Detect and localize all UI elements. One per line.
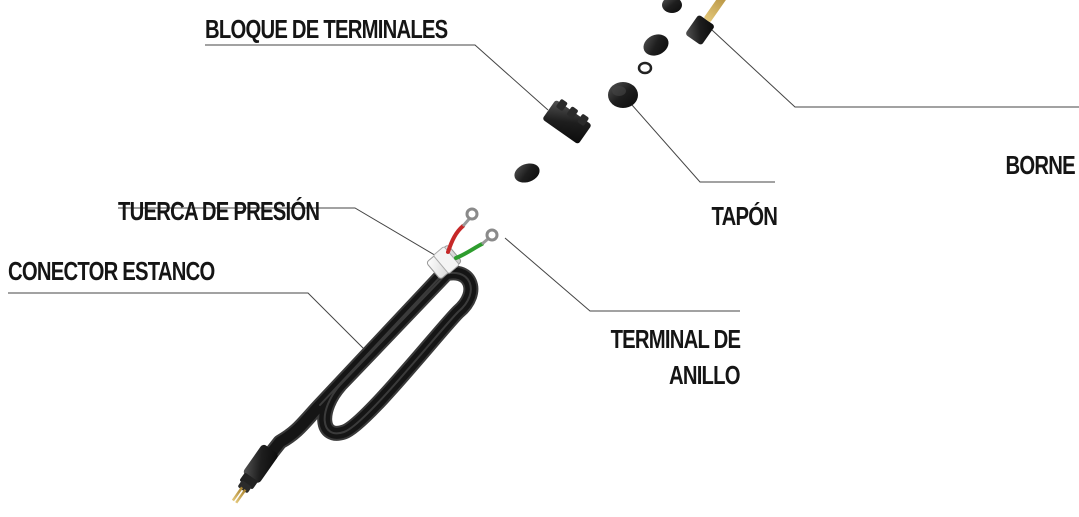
leader-line-bloque-terminales (205, 44, 549, 111)
wires (446, 207, 499, 260)
label-conector-estanco: CONECTOR ESTANCO (8, 256, 215, 286)
waterproof-connector (231, 444, 278, 504)
borne (686, 0, 733, 45)
leader-lines (8, 29, 1079, 351)
terminal-block (543, 99, 591, 144)
leader-line-borne (711, 29, 1079, 108)
sealing-ring (514, 163, 540, 183)
label-terminal-anillo-line1: TERMINAL DE (610, 324, 740, 354)
label-tapon: TAPÓN (711, 201, 777, 231)
pressure-nut (426, 245, 462, 279)
leader-line-tuerca-presion (118, 207, 439, 258)
nut-black (643, 34, 669, 56)
o-ring (637, 61, 653, 75)
label-bloque-terminales: BLOQUE DE TERMINALES (205, 14, 448, 44)
label-borne: BORNE (1005, 150, 1076, 180)
plug (608, 82, 638, 108)
leader-line-tapon (631, 104, 775, 183)
leader-line-terminal-anillo (504, 237, 740, 312)
leader-line-conector-estanco (8, 292, 366, 351)
nut-small (662, 0, 682, 13)
label-tuerca-presion: TUERCA DE PRESIÓN (118, 196, 320, 226)
label-terminal-anillo-line2: ANILLO (669, 360, 741, 390)
